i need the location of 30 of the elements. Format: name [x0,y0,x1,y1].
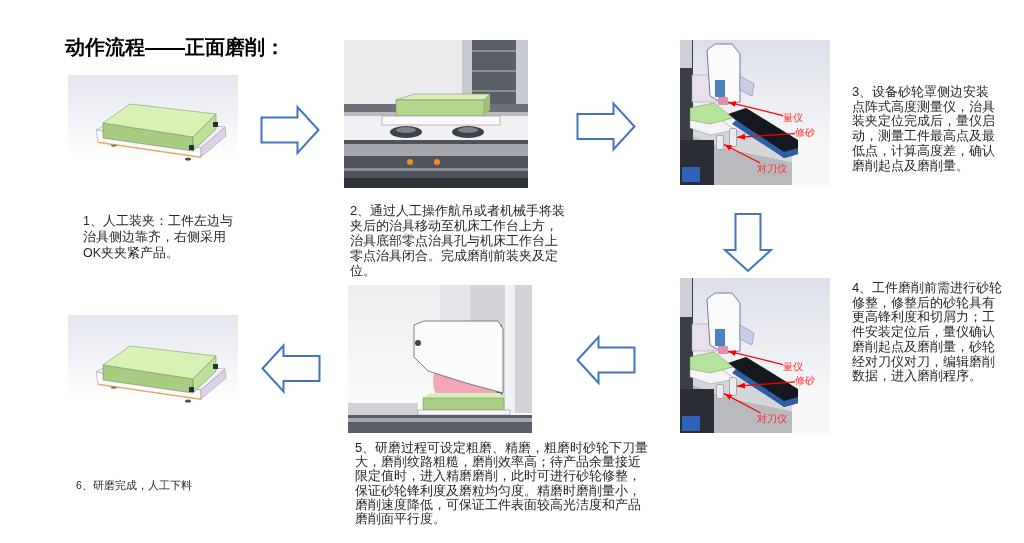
tool-setter-post [716,135,724,150]
part-label: 修砂 [795,127,815,139]
step-description: 2、通过人工操作航吊或者机械手将装夹后的治具移动至机床工作台上方，治具底部零点治具孔与机床工作台上零点治具闭合。完成磨削前装夹及定位。 [350,203,567,278]
leader-line [727,350,784,366]
dresser-post [729,377,737,396]
part-label: 量仪 [783,112,803,124]
block-arrow [260,104,320,156]
gauge-head [718,346,728,354]
step-description: 1、人工装夹：工件左边与治具侧边靠齐，右侧采用OK夹夹紧产品。 [83,213,234,261]
step-description: 4、工件磨削前需进行砂轮修整，修整后的砂轮具有更高锋利度和切屑力；工件安装定位后，量仪确认磨削起点及磨削量，砂轮经对刀仪对刀，编辑磨削数据，进入磨削程序。 [852,281,1004,384]
title: 动作流程——正面磨削： [65,35,285,60]
leader-line [723,393,762,414]
step-description: 3、设备砂轮罩侧边安装点阵式高度测量仪，治具装夹定位完成后，量仪启动，测量工件最高点及最低点，计算高度差，确认磨削起点及磨削量。 [852,85,996,174]
part-label: 修砂 [795,375,815,387]
leader-line [723,143,761,164]
part-label: 对刀仪 [757,413,787,425]
block-arrow [576,100,636,153]
step-description: 6、研磨完成，人工下料 [76,479,193,492]
part-label: 对刀仪 [757,163,787,175]
leader-line [736,381,796,389]
block-arrow [722,213,774,273]
part-label: 量仪 [783,361,803,373]
block-arrow [261,342,321,395]
step-description: 5、研磨过程可设定粗磨、精磨，粗磨时砂轮下刀量大，磨削纹路粗糙，磨削效率高；待产品余量接近限定值时，进入精磨磨削，此时可进行砂轮修整，保证砂轮锋利度及磨粒均匀度。精磨时磨削量小，磨削速度降低，可保证工件表面较高光洁度和产品磨削面平行度。 [355,441,650,527]
dresser-post [729,128,737,147]
leader-line [727,101,784,117]
gauge-head [718,97,728,105]
block-arrow [576,334,636,386]
tool-setter-post [716,384,724,399]
leader-line [736,133,796,140]
